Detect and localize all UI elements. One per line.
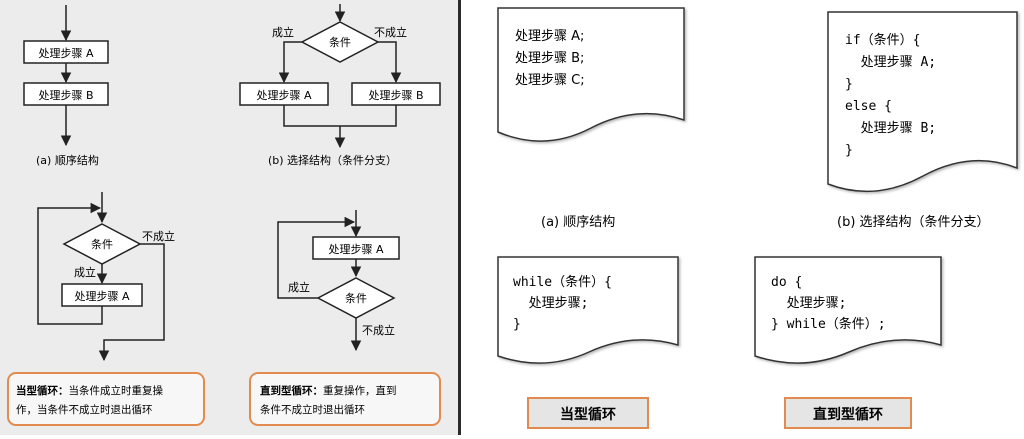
- do-step-a-label: 处理步骤 A: [328, 243, 383, 256]
- do-note-text1: 重复操作，直到: [323, 384, 397, 397]
- selection-code-line: 处理步骤 B;: [845, 121, 936, 136]
- while-note-text1: 当条件成立时重复操: [69, 384, 164, 397]
- while-label-text: 当型循环: [560, 406, 616, 423]
- selection-flowchart: [239, 4, 441, 149]
- selection-true-label: 成立: [272, 25, 294, 39]
- code-docs-svg: 处理步骤 A; 处理步骤 B; 处理步骤 C; if（条件）{ 处理步骤 A; …: [497, 7, 1018, 429]
- selection-code-caption: (b) 选择结构（条件分支）: [837, 214, 990, 230]
- selection-code-line: }: [845, 143, 853, 158]
- selection-code-line: 处理步骤 A;: [845, 55, 936, 70]
- sequence-flowchart: [23, 5, 109, 147]
- selection-false-label: 不成立: [374, 25, 407, 39]
- sequence-code-line: 处理步骤 A;: [515, 29, 584, 44]
- while-note-line2: 作，当条件不成立时退出循环: [16, 403, 153, 416]
- sequence-step-b-label: 处理步骤 B: [38, 89, 93, 102]
- do-false-label: 不成立: [362, 323, 395, 337]
- selection-condition-label: 条件: [329, 35, 351, 49]
- do-code-doc: [754, 256, 942, 364]
- do-note-box: [249, 372, 441, 426]
- panel-divider: [458, 0, 461, 435]
- while-note-box: [7, 372, 205, 426]
- sequence-code-line: 处理步骤 B;: [515, 51, 584, 66]
- selection-step-b-label: 处理步骤 B: [368, 89, 423, 102]
- while-code-line: 处理步骤;: [513, 296, 588, 311]
- sequence-step-a-label: 处理步骤 A: [38, 47, 93, 60]
- sequence-code-caption: (a) 顺序结构: [541, 215, 615, 230]
- while-label-box: [527, 397, 649, 429]
- do-label-box: [784, 397, 912, 429]
- do-loop-flowchart: [277, 210, 400, 352]
- do-note-title: 直到型循环：: [260, 384, 323, 397]
- selection-caption: (b) 选择结构（条件分支）: [268, 153, 397, 167]
- while-code-line: while（条件）{: [513, 274, 612, 290]
- selection-code-line: else {: [845, 99, 892, 114]
- sequence-caption: (a) 顺序结构: [36, 153, 99, 167]
- while-note-line1: 当型循环：当条件成立时重复操: [16, 384, 163, 397]
- do-condition-label: 条件: [345, 291, 367, 305]
- selection-code-line: }: [845, 77, 853, 92]
- selection-code-doc: [827, 11, 1018, 193]
- code-panel: 处理步骤 A; 处理步骤 B; 处理步骤 C; if（条件）{ 处理步骤 A; …: [461, 0, 1024, 435]
- selection-step-a-label: 处理步骤 A: [256, 89, 311, 102]
- while-note-title: 当型循环：: [16, 384, 69, 397]
- while-condition-label: 条件: [91, 237, 113, 251]
- sequence-code-line: 处理步骤 C;: [515, 73, 585, 88]
- while-false-label: 不成立: [142, 229, 175, 243]
- do-true-label: 成立: [288, 280, 310, 294]
- do-code-line: do {: [771, 275, 802, 290]
- do-label-text: 直到型循环: [813, 406, 883, 423]
- selection-code-line: if（条件）{: [845, 32, 920, 48]
- sequence-code-doc: [497, 7, 685, 142]
- do-note-line1: 直到型循环：重复操作，直到: [260, 384, 397, 397]
- while-step-a-label: 处理步骤 A: [74, 290, 129, 303]
- do-note-line2: 条件不成立时退出循环: [260, 403, 365, 416]
- while-loop-flowchart: [37, 192, 165, 362]
- flowcharts-svg: 处理步骤 A 处理步骤 B (a) 顺序结构 条件 成立 不成立 处理步骤 A …: [7, 4, 441, 426]
- while-code-doc: [497, 256, 679, 364]
- do-code-line: 处理步骤;: [771, 296, 846, 311]
- while-code-line: }: [513, 317, 521, 332]
- do-code-line: } while（条件）;: [771, 316, 886, 332]
- flowchart-panel: 处理步骤 A 处理步骤 B (a) 顺序结构 条件 成立 不成立 处理步骤 A …: [0, 0, 458, 435]
- while-true-label: 成立: [74, 265, 96, 279]
